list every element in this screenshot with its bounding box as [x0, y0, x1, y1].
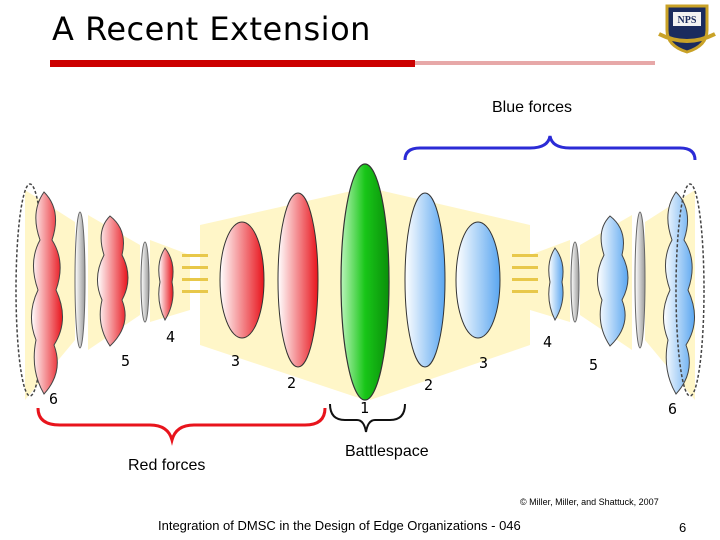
level-numbers: 1 2 2 3 3 4 4 5 5 6 6	[49, 328, 677, 418]
red-forces-bracket	[36, 407, 327, 446]
nps-logo: NPS	[658, 4, 716, 54]
blue-blob-medium	[597, 215, 629, 347]
connectors	[182, 254, 538, 293]
blue-ellipse-3	[455, 221, 501, 339]
copyright-notice: © Miller, Miller, and Shattuck, 2007	[520, 497, 659, 507]
level-4-left: 4	[166, 328, 175, 346]
red-ellipse-2	[277, 192, 319, 368]
blue-gray-disk-2	[570, 241, 580, 323]
blue-blob-small	[548, 247, 564, 322]
level-2-right: 2	[424, 376, 433, 394]
blue-gray-disk-1	[634, 211, 646, 349]
level-5-left: 5	[121, 352, 130, 370]
title-rule-light	[415, 61, 655, 65]
blue-side-shapes	[404, 183, 705, 397]
slide-footer: Integration of DMSC in the Design of Edg…	[158, 518, 521, 533]
level-6-left: 6	[49, 390, 58, 408]
slide-title: A Recent Extension	[52, 10, 371, 48]
level-4-right: 4	[543, 333, 552, 351]
red-side-shapes	[15, 183, 319, 397]
red-forces-label: Red forces	[128, 457, 206, 474]
level-1: 1	[360, 399, 369, 417]
blue-forces-bracket	[403, 135, 697, 161]
level-3-left: 3	[231, 352, 240, 370]
cone-center-right	[370, 188, 530, 400]
blue-ellipse-2	[404, 192, 446, 368]
red-gray-disk-1	[74, 211, 86, 349]
blue-blob-large	[663, 191, 695, 395]
level-6-right: 6	[668, 400, 677, 418]
battlespace-label: Battlespace	[345, 443, 429, 460]
red-blob-large	[31, 191, 63, 395]
red-blob-medium	[97, 215, 129, 347]
level-2-left: 2	[287, 374, 296, 392]
red-ellipse-3	[219, 221, 265, 339]
logo-text: NPS	[678, 15, 697, 26]
green-ellipse-1	[340, 163, 390, 401]
title-rule	[50, 60, 415, 67]
red-blob-small	[158, 247, 174, 322]
level-5-right: 5	[589, 356, 598, 374]
level-3-right: 3	[479, 354, 488, 372]
battlespace-bracket	[329, 403, 406, 433]
blue-forces-label: Blue forces	[492, 99, 573, 116]
red-gray-disk-2	[140, 241, 150, 323]
slide-number: 6	[679, 520, 687, 535]
blue-outer-boundary	[675, 183, 705, 397]
